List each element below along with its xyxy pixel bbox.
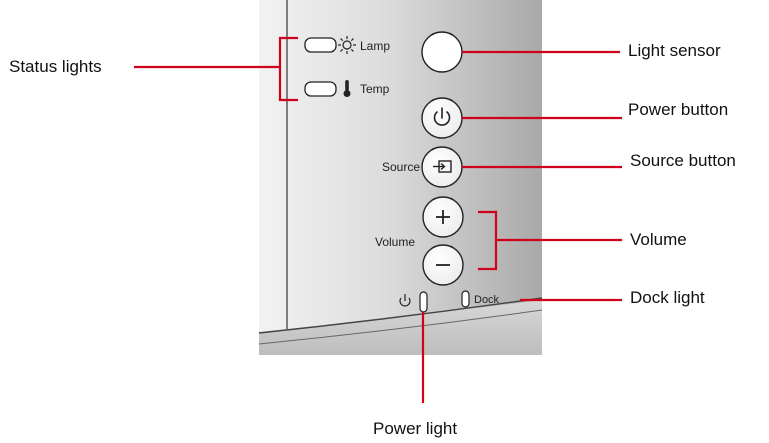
plus-icon xyxy=(436,210,450,224)
power-icon xyxy=(399,294,411,307)
power-icon xyxy=(433,107,451,126)
dock-light-callout: Dock light xyxy=(630,288,705,307)
volume-up-button[interactable] xyxy=(422,196,464,238)
base-edge-line xyxy=(258,297,543,334)
power-button-callout: Power button xyxy=(628,100,729,119)
lamp-light xyxy=(304,37,337,53)
status-lights-bracket xyxy=(278,36,298,102)
sun-icon xyxy=(338,36,356,54)
thermometer-icon xyxy=(343,80,351,97)
base-edge-line-2 xyxy=(258,309,543,345)
panel-body xyxy=(259,0,542,355)
temp-label: Temp xyxy=(360,82,390,96)
light-sensor-callout: Light sensor xyxy=(628,41,721,60)
source-label: Source xyxy=(382,160,420,174)
lamp-label: Lamp xyxy=(360,39,390,53)
panel-base xyxy=(259,300,542,355)
source-button-callout: Source button xyxy=(630,151,736,170)
power-button[interactable] xyxy=(421,97,463,139)
temp-light xyxy=(304,81,337,97)
power-light xyxy=(419,291,428,313)
source-button[interactable] xyxy=(421,146,463,188)
power-light-callout: Power light xyxy=(373,419,458,438)
light-sensor xyxy=(421,31,463,73)
status-lights-callout: Status lights xyxy=(9,57,102,76)
source-icon xyxy=(433,160,452,173)
volume-down-button[interactable] xyxy=(422,244,464,286)
volume-callout: Volume xyxy=(630,230,687,249)
volume-label: Volume xyxy=(375,235,415,249)
dock-light xyxy=(461,290,470,308)
leader-lines xyxy=(134,36,622,403)
dock-label: Dock xyxy=(474,294,500,306)
